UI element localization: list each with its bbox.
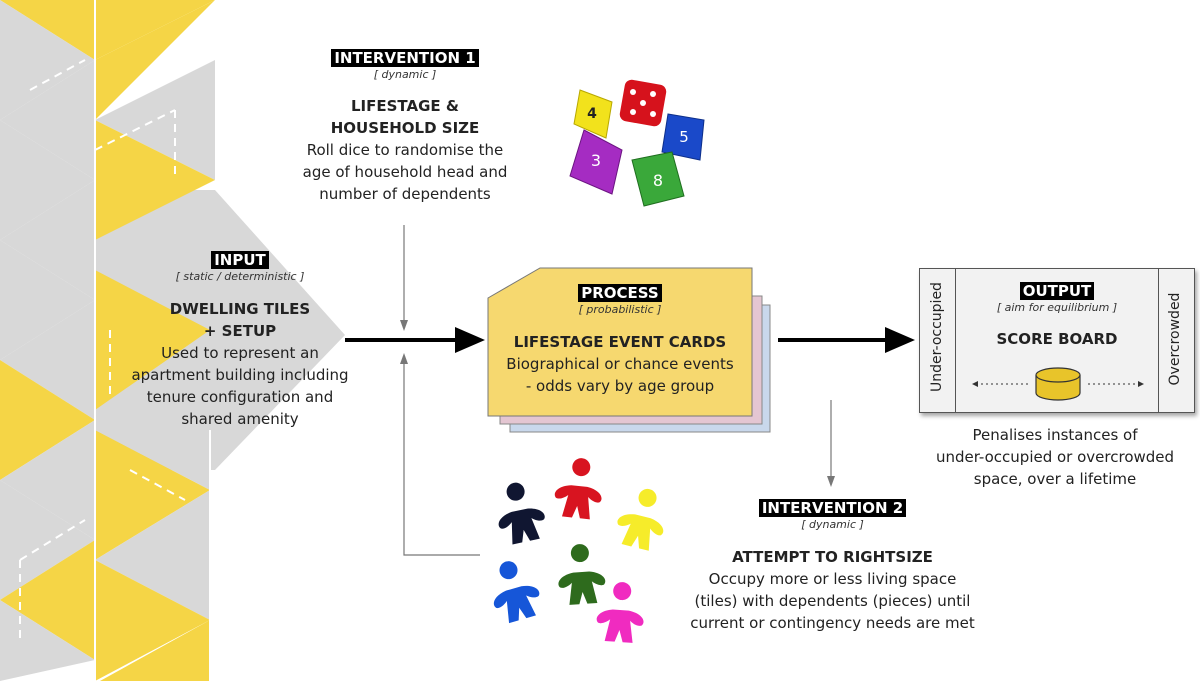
tile <box>0 600 95 681</box>
meeple-red <box>552 455 606 521</box>
intervention1-subtitle: [ dynamic ] <box>373 68 437 81</box>
input-description: Used to represent an apartment building … <box>131 344 349 428</box>
svg-text:8: 8 <box>653 171 663 190</box>
intervention2-loop-arrow <box>403 362 480 556</box>
intervention2-loop-arrowhead <box>400 353 408 364</box>
tile <box>0 480 95 600</box>
die-purple-d8: 3 <box>569 129 623 195</box>
tile <box>0 120 95 240</box>
input-block: INPUT [ static / deterministic ] DWELLIN… <box>120 250 360 430</box>
input-to-process-arrowhead <box>455 327 485 353</box>
tile <box>95 120 215 240</box>
tile <box>0 300 95 420</box>
tile <box>95 490 210 620</box>
meeple-blue <box>483 555 546 626</box>
die-red-d6 <box>619 79 667 127</box>
svg-text:5: 5 <box>679 128 689 146</box>
intervention1-description: Roll dice to randomise the age of househ… <box>302 141 508 203</box>
intervention2-subtitle: [ dynamic ] <box>801 518 864 531</box>
process-to-intervention2-arrowhead <box>827 476 835 487</box>
output-tag: OUTPUT <box>1019 282 1095 300</box>
meeple-green <box>555 542 607 606</box>
tile <box>95 270 210 410</box>
process-heading: LIFESTAGE EVENT CARDS <box>513 333 727 351</box>
tile <box>95 430 210 490</box>
process-tag: PROCESS <box>578 284 662 302</box>
svg-text:4: 4 <box>587 106 597 122</box>
intervention2-tag: INTERVENTION 2 <box>758 499 907 517</box>
intervention1-heading: LIFESTAGE & HOUSEHOLD SIZE <box>330 97 480 137</box>
die-yellow-d4: 4 <box>573 89 613 139</box>
process-subtitle: [ probabilistic ] <box>578 303 662 316</box>
svg-text:3: 3 <box>591 151 601 170</box>
process-description: Biographical or chance events - odds var… <box>506 355 734 395</box>
meeple-black <box>490 477 550 547</box>
dwelling-tiles-graphic <box>0 0 345 681</box>
tile <box>0 0 95 120</box>
output-subtitle: [ aim for equilibrium ] <box>996 301 1118 314</box>
tile <box>0 60 95 180</box>
input-hexagon <box>95 190 345 470</box>
intervention1-tag: INTERVENTION 1 <box>331 49 479 67</box>
input-subtitle: [ static / deterministic ] <box>175 270 305 283</box>
meeple-yellow <box>612 483 673 554</box>
scoreboard-left-divider <box>955 269 956 412</box>
tile <box>0 420 95 540</box>
process-to-output-arrowhead <box>885 327 915 353</box>
die-blue-d8: 5 <box>661 113 705 161</box>
tile <box>95 60 215 180</box>
tile <box>95 560 210 681</box>
intervention2-block: INTERVENTION 2 [ dynamic ] ATTEMPT TO RI… <box>670 498 995 634</box>
tile <box>95 430 210 560</box>
output-description: Penalises instances of under-occupied or… <box>935 426 1175 488</box>
intervention1-block: INTERVENTION 1 [ dynamic ] LIFESTAGE & H… <box>295 48 515 205</box>
input-heading: DWELLING TILES + SETUP <box>169 300 311 340</box>
intervention2-description: Occupy more or less living space (tiles)… <box>690 570 975 632</box>
scoreboard-right-divider <box>1158 269 1159 412</box>
output-heading: SCORE BOARD <box>996 330 1118 348</box>
meeple-pink <box>595 580 647 644</box>
die-green-d8: 8 <box>631 151 685 207</box>
card-yellow <box>487 267 753 417</box>
tile <box>0 540 95 660</box>
tile <box>95 0 215 120</box>
scoreboard-token <box>972 367 1144 401</box>
tile <box>0 180 95 300</box>
input-tag: INPUT <box>211 251 269 269</box>
intervention2-heading: ATTEMPT TO RIGHTSIZE <box>732 548 933 566</box>
tile <box>100 620 210 681</box>
output-block: OUTPUT [ aim for equilibrium ] SCORE BOA… <box>957 281 1157 350</box>
tile <box>0 240 95 360</box>
tile <box>0 360 95 480</box>
process-block: PROCESS [ probabilistic ] LIFESTAGE EVEN… <box>490 283 750 397</box>
intervention1-arrowhead <box>400 320 408 331</box>
